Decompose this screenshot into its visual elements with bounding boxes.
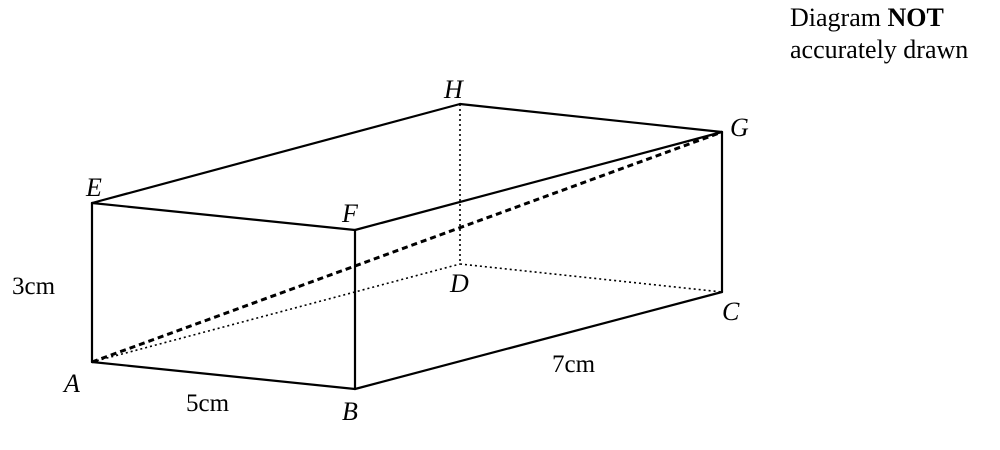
- vertex-label-h: H: [443, 75, 464, 104]
- edge-ef: [90, 201, 357, 232]
- edge-eh: [90, 102, 462, 205]
- measurement-height: 3cm: [12, 273, 56, 300]
- vertex-label-a: A: [62, 369, 80, 398]
- edge-bc: [353, 290, 724, 391]
- disclaimer-line-2: accurately drawn: [790, 35, 969, 64]
- vertex-label-d: D: [449, 269, 469, 298]
- edge-ab: [90, 360, 357, 391]
- diagram-disclaimer: Diagram NOT accurately drawn: [790, 2, 968, 66]
- diagonal-ag: [91, 130, 723, 364]
- vertex-label-e: E: [85, 173, 102, 202]
- disclaimer-prefix: Diagram: [790, 3, 881, 32]
- measurement-length: 7cm: [552, 351, 596, 378]
- vertex-label-f: F: [341, 199, 359, 228]
- edge-fg: [353, 130, 724, 232]
- disclaimer-line-1: Diagram NOT: [790, 2, 968, 34]
- disclaimer-emphasis: NOT: [887, 3, 944, 32]
- vertex-label-g: G: [730, 113, 749, 142]
- edge-dc: [459, 263, 723, 293]
- edge-hg: [458, 102, 724, 134]
- edge-ad: [91, 263, 461, 363]
- vertex-label-b: B: [342, 397, 358, 426]
- measurement-width: 5cm: [186, 390, 230, 417]
- vertex-label-c: C: [722, 297, 740, 326]
